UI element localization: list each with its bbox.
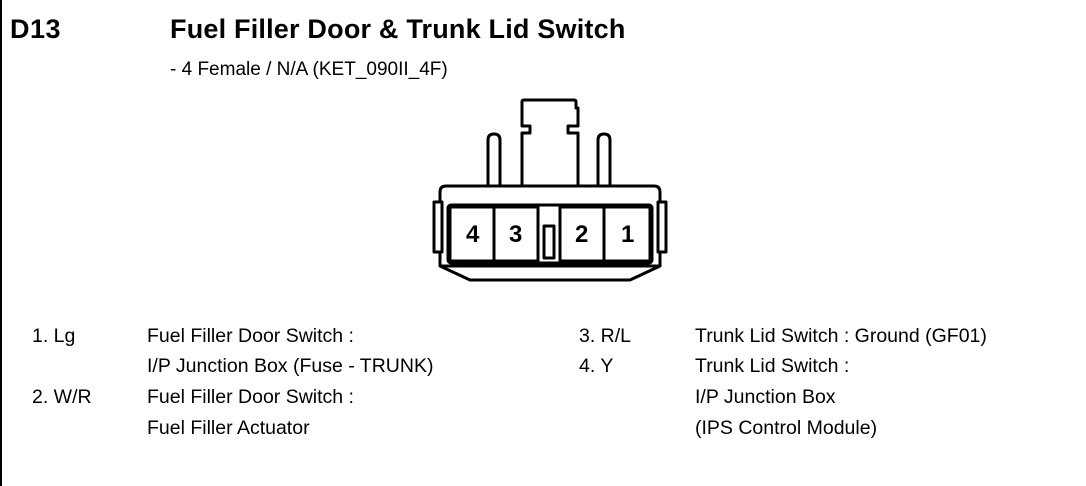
pin-4-desc-line-3: (IPS Control Module) (695, 417, 878, 439)
guide-post-left (486, 132, 502, 188)
pin-label-2: 2 (575, 221, 588, 248)
page-title: Fuel Filler Door & Trunk Lid Switch (170, 14, 626, 44)
pin-4-desc-line-1: Trunk Lid Switch : (695, 355, 850, 377)
pin-3-desc-line-1: Trunk Lid Switch : Ground (GF01) (695, 325, 987, 347)
pin-1-desc-line-1: Fuel Filler Door Switch : (147, 325, 354, 347)
side-tab-left (432, 200, 444, 254)
connector-diagram: 4 3 2 1 (432, 98, 668, 282)
latch (520, 98, 580, 190)
pin-label-1: 1 (621, 221, 634, 248)
pin-4-desc-line-2: I/P Junction Box (695, 386, 836, 408)
pin-cell-2 (558, 205, 606, 263)
pin-cell-3 (492, 205, 540, 263)
connector-spec: - 4 Female / N/A (KET_090II_4F) (170, 59, 448, 80)
pin-2-wire: 2. W/R (32, 386, 92, 408)
pin-1-wire: 1. Lg (32, 325, 76, 347)
pin-4-wire: 4. Y (579, 355, 614, 377)
pin-2-desc-line-1: Fuel Filler Door Switch : (147, 386, 354, 408)
connector-key (542, 224, 556, 260)
pin-cell-1 (602, 205, 652, 263)
pin-2-desc-line-2: Fuel Filler Actuator (147, 417, 310, 439)
pin-label-4: 4 (466, 221, 480, 248)
guide-post-right (596, 132, 612, 188)
pin-cell-4 (448, 205, 496, 263)
connector-code: D13 (10, 14, 62, 44)
side-tab-right (656, 200, 668, 254)
left-border (0, 0, 2, 486)
pin-3-wire: 3. R/L (579, 325, 632, 347)
pin-label-3: 3 (509, 221, 522, 248)
pin-1-desc-line-2: I/P Junction Box (Fuse - TRUNK) (147, 355, 434, 377)
